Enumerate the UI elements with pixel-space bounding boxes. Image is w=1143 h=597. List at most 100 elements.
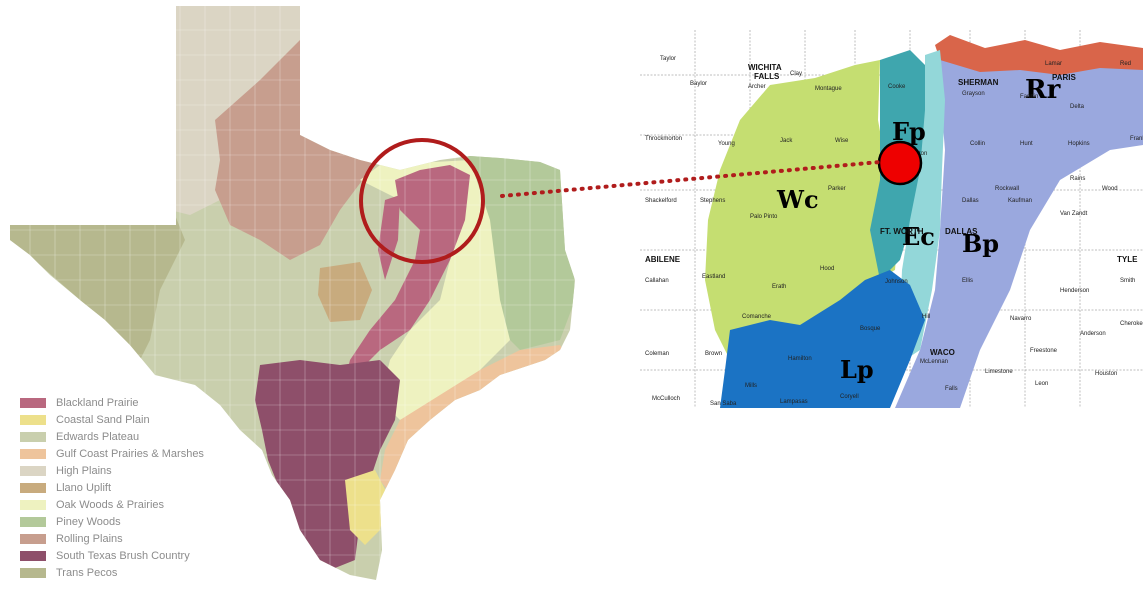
legend-item: South Texas Brush Country: [20, 547, 280, 564]
county-label: Collin: [970, 141, 985, 147]
label-lp: Lp: [840, 355, 874, 384]
county-label: Brown: [705, 351, 722, 357]
trans-pecos-region: [10, 215, 185, 360]
legend-swatch: [20, 533, 46, 544]
county-label: Coryell: [840, 394, 859, 400]
region-lp: [720, 270, 925, 408]
piney-woods-region: [460, 150, 575, 350]
legend-label: South Texas Brush Country: [56, 549, 190, 562]
county-label: Henderson: [1060, 288, 1089, 294]
region-rr: [935, 35, 1143, 75]
legend-item: Gulf Coast Prairies & Marshes: [20, 445, 280, 462]
county-label: Callahan: [645, 278, 669, 284]
highlight-circle: [359, 138, 485, 264]
county-label: Anderson: [1080, 331, 1106, 337]
legend-item: High Plains: [20, 462, 280, 479]
texas-ecoregion-map: [10, 6, 575, 580]
legend-label: Trans Pecos: [56, 566, 118, 579]
legend-swatch: [20, 414, 46, 425]
county-label: Hill: [922, 314, 930, 320]
legend-item: Llano Uplift: [20, 479, 280, 496]
north-texas-detail-map: Rr Fp Wc Ec Bp Lp WICHITA FALLS SHERMAN …: [640, 30, 1143, 408]
legend-label: High Plains: [56, 464, 112, 477]
county-label: Archer: [748, 84, 766, 90]
legend: Blackland Prairie Coastal Sand Plain Edw…: [20, 394, 280, 581]
county-label: Throckmorton: [645, 136, 682, 142]
oak-woods-region: [360, 160, 510, 420]
county-label: Freestone: [1030, 348, 1058, 354]
label-wc: Wc: [776, 185, 819, 214]
county-label: Van Zandt: [1060, 211, 1088, 217]
county-label: Fannin: [1020, 94, 1038, 100]
county-label: Lampasas: [780, 399, 808, 405]
county-label: Stephens: [700, 198, 725, 204]
label-rr: Rr: [1025, 75, 1061, 105]
legend-item: Coastal Sand Plain: [20, 411, 280, 428]
city-falls: FALLS: [754, 72, 780, 81]
blackland-prairie-strip: [378, 195, 400, 280]
legend-swatch: [20, 465, 46, 476]
city-sherman: SHERMAN: [958, 78, 999, 87]
county-label: Bosque: [860, 326, 881, 332]
county-label: Ellis: [962, 278, 973, 284]
coastal-sand-plain-region: [345, 470, 388, 545]
legend-item: Oak Woods & Prairies: [20, 496, 280, 513]
county-label: Coleman: [645, 351, 669, 357]
county-label: Franklin: [1130, 136, 1143, 142]
county-label: Limestone: [985, 369, 1013, 375]
county-label: Clay: [790, 71, 802, 77]
region-bp: [895, 50, 1143, 408]
legend-label: Rolling Plains: [56, 532, 123, 545]
county-label: Johnson: [885, 279, 908, 285]
legend-swatch: [20, 550, 46, 561]
county-label: Hamilton: [788, 356, 812, 362]
county-label: McLennan: [920, 359, 948, 365]
county-label: Comanche: [742, 314, 772, 320]
legend-label: Gulf Coast Prairies & Marshes: [56, 447, 204, 460]
legend-swatch: [20, 516, 46, 527]
county-label: Leon: [1035, 381, 1048, 387]
county-label: Taylor: [660, 56, 676, 62]
region-wc: [705, 60, 900, 390]
county-label: Young: [718, 141, 735, 147]
county-label: Kaufman: [1008, 198, 1032, 204]
legend-item: Piney Woods: [20, 513, 280, 530]
county-label: Dallas: [962, 198, 979, 204]
legend-swatch: [20, 567, 46, 578]
label-bp: Bp: [962, 229, 999, 258]
county-label: Houston: [1095, 371, 1117, 377]
county-label: Erath: [772, 284, 786, 290]
location-marker: [877, 140, 923, 186]
county-label: Grayson: [962, 91, 985, 97]
city-paris: PARIS: [1052, 73, 1077, 82]
legend-label: Edwards Plateau: [56, 430, 140, 443]
legend-swatch: [20, 448, 46, 459]
city-abilene: ABILENE: [645, 255, 681, 264]
south-texas-brush-region: [255, 360, 400, 570]
county-label: Wise: [835, 138, 849, 144]
county-label: Shackelford: [645, 198, 677, 204]
legend-swatch: [20, 397, 46, 408]
blackland-prairie-region: [345, 165, 470, 380]
county-label: McCulloch: [652, 396, 680, 402]
city-dallas: DALLAS: [945, 227, 978, 236]
county-label: Lamar: [1045, 61, 1062, 67]
county-label: Navarro: [1010, 316, 1032, 322]
legend-label: Blackland Prairie: [56, 396, 139, 409]
legend-item: Edwards Plateau: [20, 428, 280, 445]
legend-label: Piney Woods: [56, 515, 121, 528]
legend-item: Trans Pecos: [20, 564, 280, 581]
city-ftworth: FT. WORTH: [880, 227, 924, 236]
llano-uplift-region: [318, 262, 372, 322]
label-ec: Ec: [902, 222, 935, 251]
county-label: Montague: [815, 86, 842, 92]
county-label: Cooke: [888, 84, 906, 90]
county-label: Delta: [1070, 104, 1085, 110]
city-tyler: TYLE: [1117, 255, 1138, 264]
legend-item: Rolling Plains: [20, 530, 280, 547]
legend-item: Blackland Prairie: [20, 394, 280, 411]
county-label: Hopkins: [1068, 141, 1090, 147]
county-label: Palo Pinto: [750, 214, 778, 220]
county-label: Mills: [745, 383, 757, 389]
legend-swatch: [20, 482, 46, 493]
